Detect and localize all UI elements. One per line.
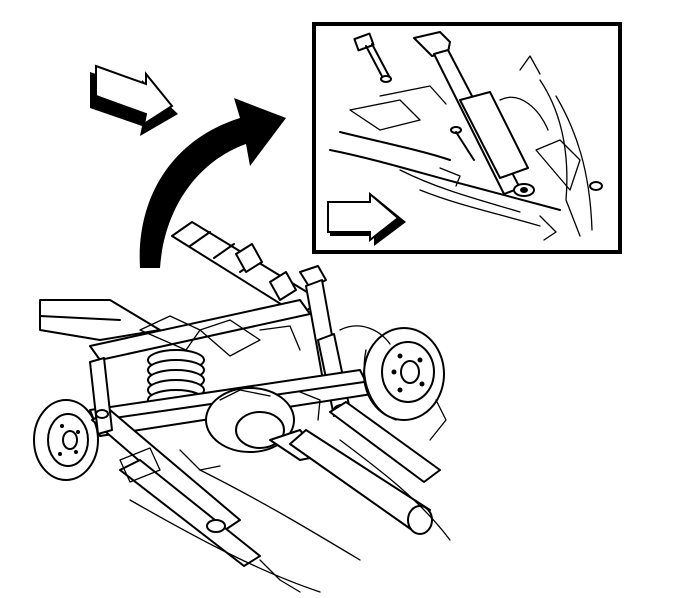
lower-bolt-icon [450, 126, 475, 161]
left-brake-rotor [33, 399, 99, 481]
driveshaft [289, 429, 431, 531]
detail-inset [312, 22, 622, 254]
inset-direction-arrow-icon [327, 191, 406, 246]
curved-callout-arrow-icon [139, 98, 286, 268]
right-brake-rotor [363, 327, 447, 441]
direction-arrow-icon [90, 64, 178, 136]
rear-suspension-assembly [33, 221, 451, 593]
bolt-icon [353, 32, 392, 83]
lower-control-arm-right [329, 401, 441, 483]
shock-absorber [413, 31, 535, 197]
